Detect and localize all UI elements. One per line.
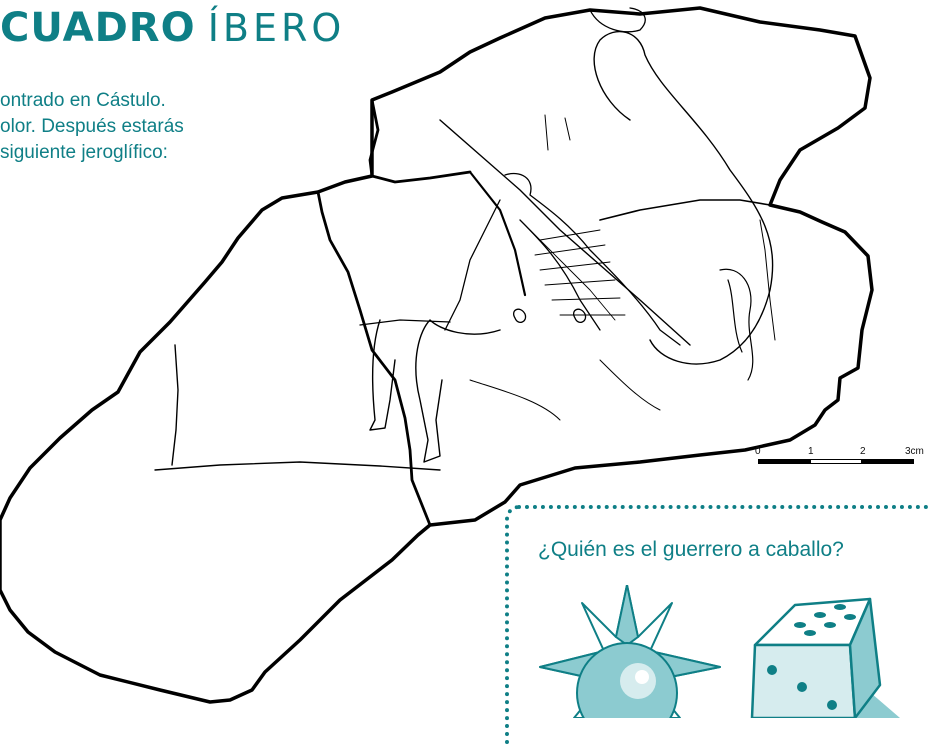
spear <box>439 119 691 346</box>
scale-label-0: 0 <box>755 446 761 457</box>
horse-outline <box>369 30 774 463</box>
puzzle-question: ¿Quién es el guerrero a caballo? <box>538 538 844 561</box>
crack-3 <box>468 170 527 297</box>
rider-outline <box>444 172 681 346</box>
horse-tail <box>719 268 754 381</box>
star-ball-icon <box>539 585 721 718</box>
intro-line-1: ontrado en Cástulo. <box>0 90 166 111</box>
dice-icon <box>750 597 900 718</box>
title-bold: CUADRO <box>0 5 196 51</box>
scale-segment-3 <box>862 459 914 464</box>
puzzle-icons <box>539 585 900 718</box>
intro-line-2: olor. Después estarás <box>0 116 184 137</box>
scale-label-1: 1 <box>808 446 814 457</box>
leg-rings <box>513 308 587 323</box>
puzzle-box <box>505 505 928 745</box>
crack-5 <box>154 461 441 471</box>
iberian-warrior-drawing <box>0 6 874 704</box>
crack-1 <box>316 190 432 527</box>
fragment-outline <box>0 6 874 704</box>
shield-mesh <box>529 229 626 321</box>
intro-line-3: siguiente jeroglífico: <box>0 142 168 163</box>
scale-label-2: 2 <box>860 446 866 457</box>
scale-bar: 0 1 2 3cm <box>755 446 928 476</box>
scale-segment-2 <box>810 459 862 464</box>
intro-text: ontrado en Cástulo. olor. Después estará… <box>0 88 184 166</box>
scale-segment-1 <box>758 459 810 464</box>
crack-6 <box>171 344 179 466</box>
page-title: CUADRO ÍBERO <box>0 6 345 50</box>
scale-label-3: 3cm <box>905 446 924 457</box>
horse-head <box>589 7 646 33</box>
crack-7 <box>359 319 451 326</box>
title-light: ÍBERO <box>207 6 346 50</box>
crack-2 <box>368 98 472 184</box>
crack-4 <box>599 199 771 221</box>
misc-lines <box>469 114 776 421</box>
